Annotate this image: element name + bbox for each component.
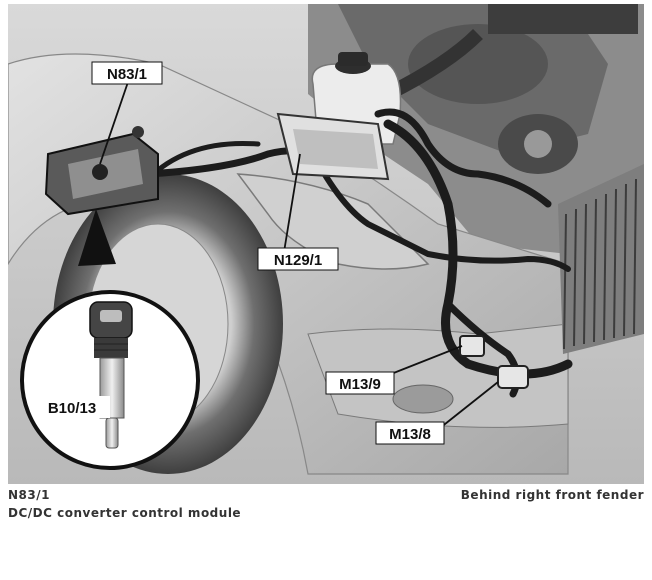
- caption-code: N83/1: [8, 488, 50, 502]
- label-n129-1: N129/1: [257, 247, 339, 271]
- label-m13-9: M13/9: [325, 371, 395, 395]
- label-n83-1: N83/1: [91, 61, 163, 85]
- headlight: [236, 173, 430, 270]
- leader-lines: [99, 81, 499, 429]
- b10-13-magnifier: [20, 290, 200, 470]
- m13-8-component: [497, 365, 529, 389]
- svg-text:N83/1: N83/1: [107, 66, 147, 83]
- m13-9-component: [459, 335, 485, 357]
- svg-text:M13/8: M13/8: [389, 426, 431, 443]
- label-b10-13: B10/13: [34, 396, 110, 418]
- label-m13-8: M13/8: [375, 421, 445, 445]
- caption-location: Behind right front fender: [460, 488, 644, 502]
- fog-light: [392, 384, 454, 414]
- radiator: [558, 164, 644, 354]
- caption-description: DC/DC converter control module: [8, 506, 242, 520]
- n83-1-component: [44, 126, 159, 216]
- svg-text:B10/13: B10/13: [48, 400, 96, 417]
- component-location-diagram: N83/1 N129/1 B10/13 M13/9 M13/8: [8, 4, 644, 484]
- svg-text:N129/1: N129/1: [274, 252, 322, 269]
- svg-text:M13/9: M13/9: [339, 376, 381, 393]
- n129-1-component: [276, 112, 390, 181]
- magnifier-pointer: [78, 209, 116, 266]
